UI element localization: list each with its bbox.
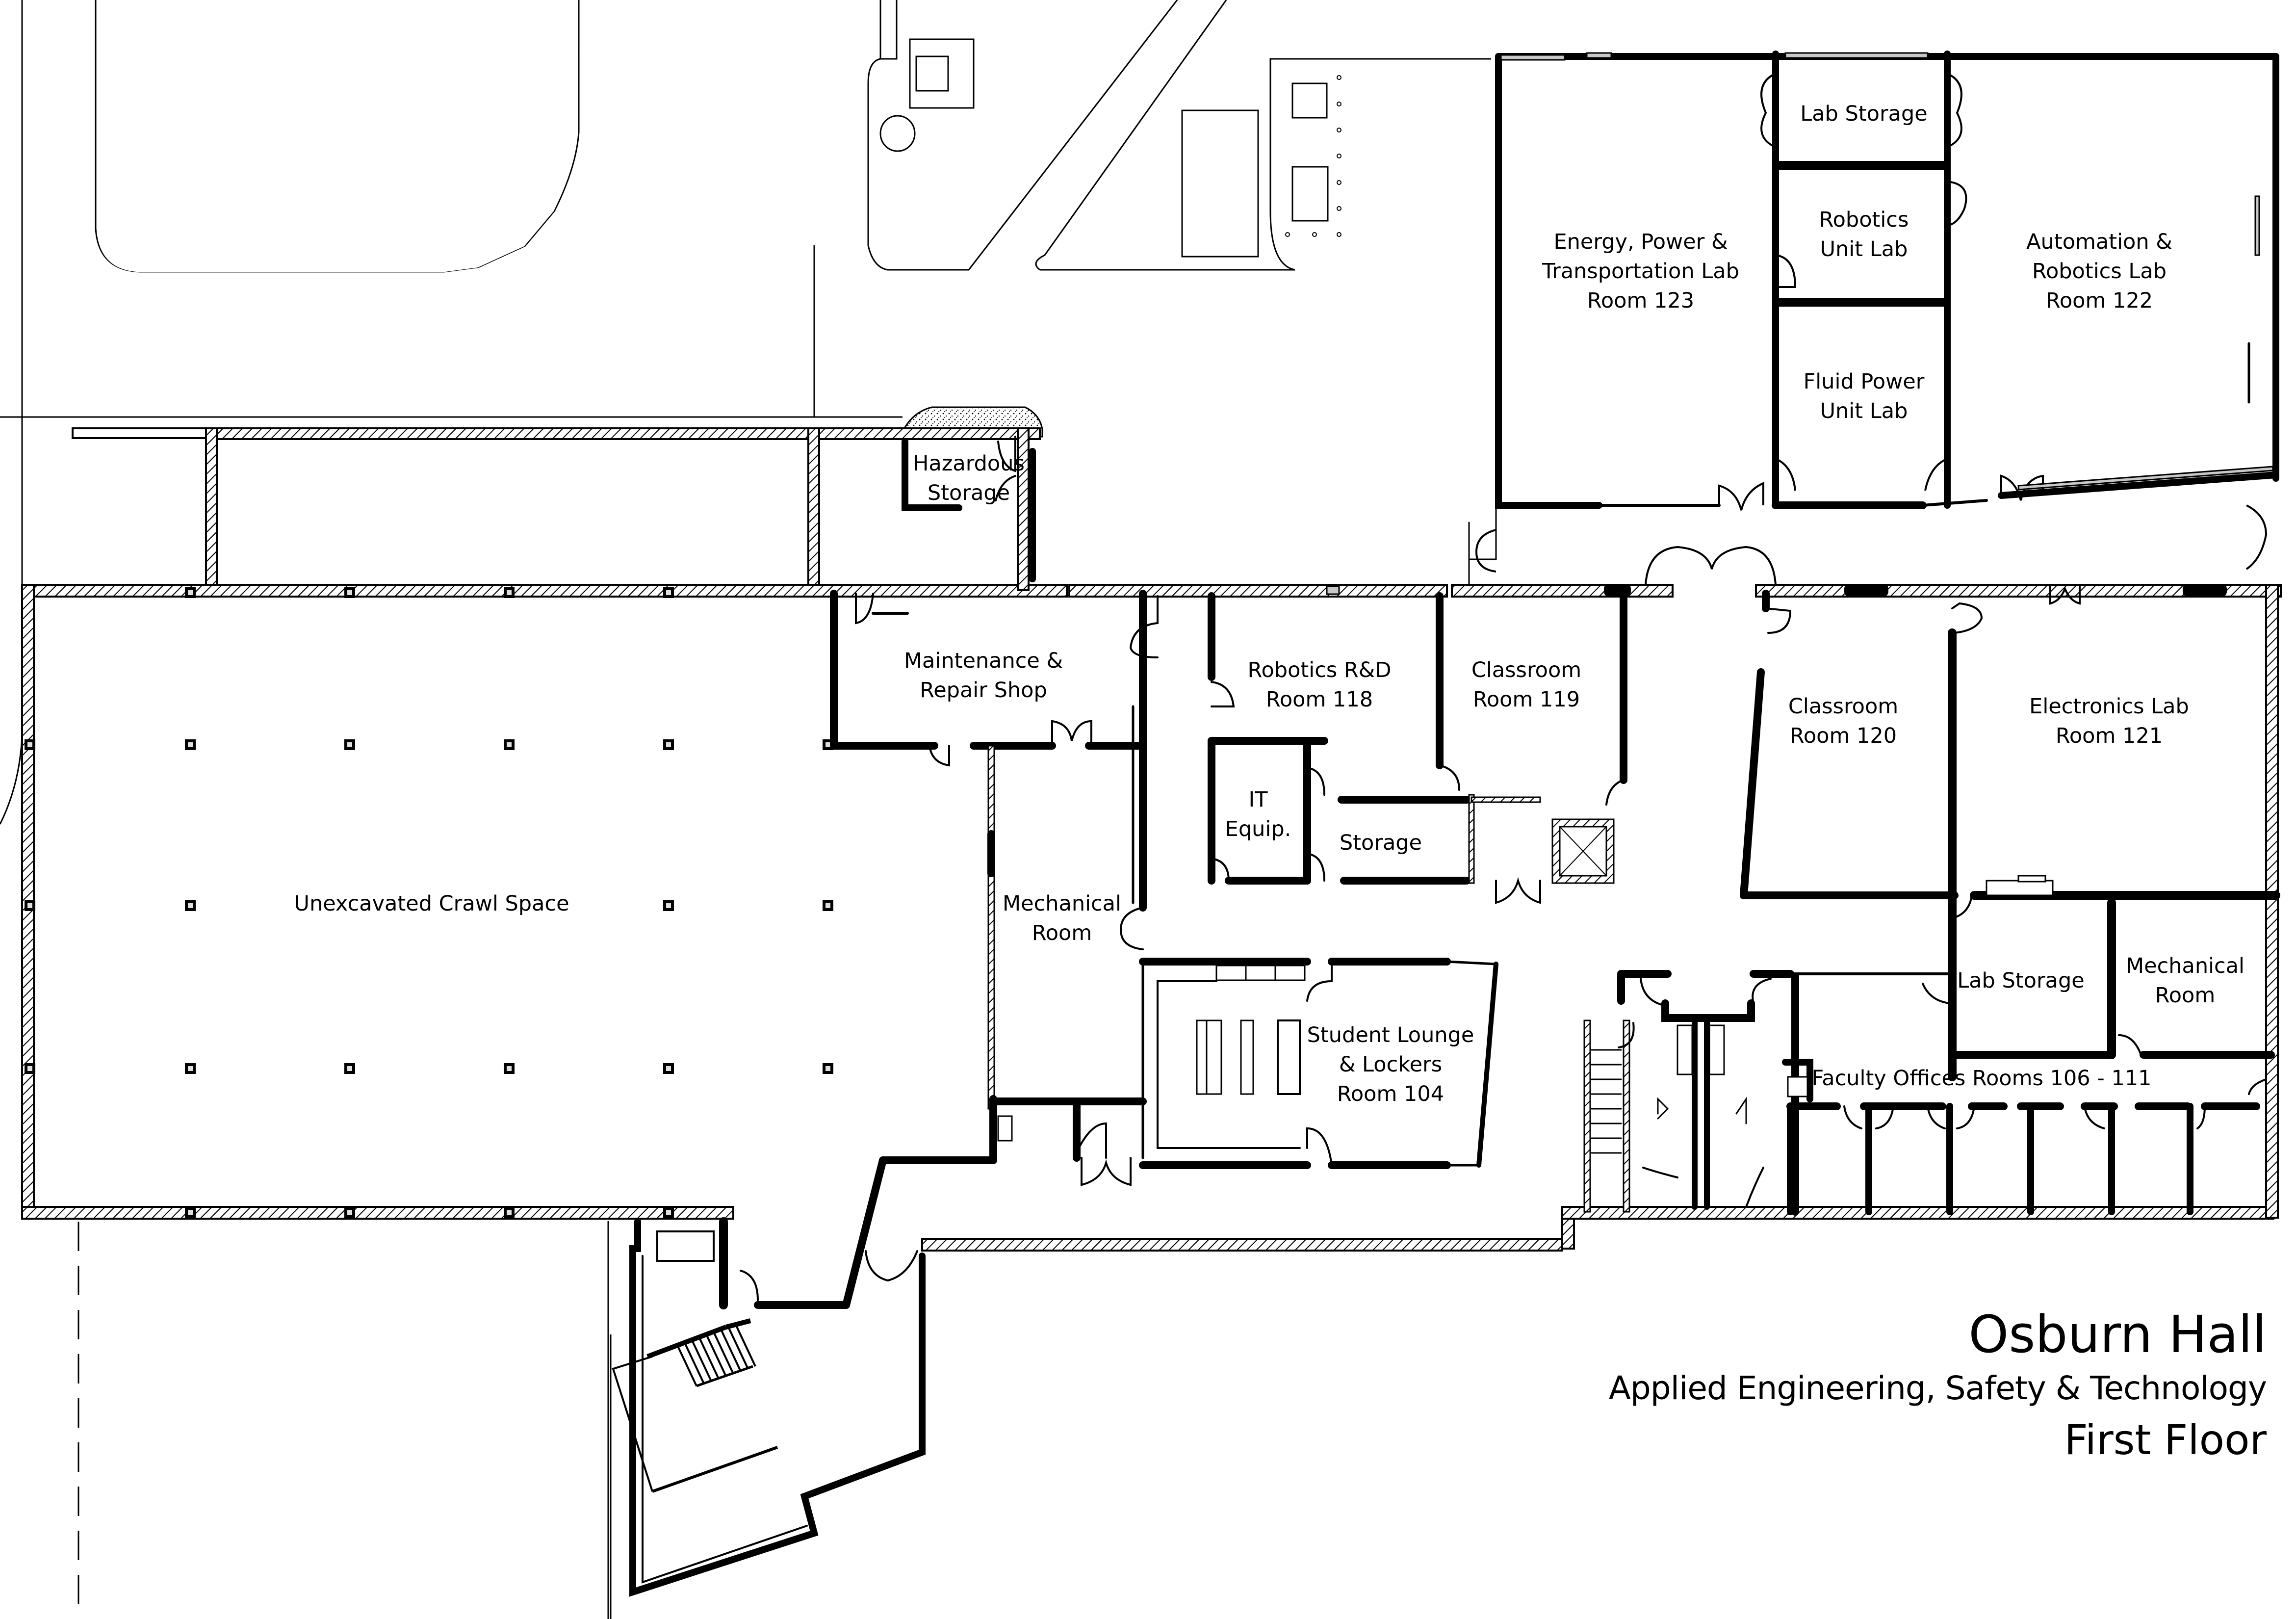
room-label-energy-lab: Energy, Power & Transportation Lab Room … — [1542, 230, 1739, 313]
room-label-lab-storage-north: Lab Storage — [1800, 102, 1928, 126]
solid-window-bars — [1604, 584, 2227, 597]
room-label-classroom-119: Classroom Room 119 — [1471, 658, 1582, 712]
room-label-hazardous-storage: Hazardous Storage — [913, 451, 1025, 505]
restroom-core — [1583, 970, 1954, 1216]
exterior-walls — [21, 427, 2282, 1252]
room-label-robotics-unit-lab: Robotics Unit Lab — [1819, 208, 1909, 261]
central-block-walls — [1129, 592, 1627, 904]
room-label-lab-storage-south: Lab Storage — [1957, 968, 2085, 993]
exterior-stair — [77, 1222, 778, 1619]
room-label-classroom-120: Classroom Room 120 — [1788, 694, 1899, 748]
faculty-offices-walls — [1782, 1059, 2267, 1215]
hazardous-storage-walls — [902, 436, 1036, 582]
department-name: Applied Engineering, Safety & Technology — [1608, 1369, 2267, 1407]
corridor-doors — [1475, 504, 2268, 585]
mechanical-room-west-walls — [987, 590, 1147, 1162]
column-grid — [25, 587, 833, 1218]
south-entry-walls — [607, 1156, 997, 1619]
room-label-unexcavated-crawl-space: Unexcavated Crawl Space — [294, 891, 569, 916]
room-label-it-equip: IT Equip. — [1225, 787, 1291, 841]
room-label-student-lounge: Student Lounge & Lockers Room 104 — [1307, 1023, 1474, 1106]
floor-name: First Floor — [2064, 1416, 2267, 1464]
room-label-mechanical-room-east: Mechanical Room — [2126, 954, 2244, 1008]
east-wing-doors — [1718, 73, 2044, 511]
stair-treads — [676, 1324, 756, 1386]
windows — [1326, 52, 2274, 595]
site-features — [0, 0, 1491, 825]
room-label-automation-robotics-lab: Automation & Robotics Lab Room 122 — [2026, 230, 2172, 313]
room-label-maintenance-repair-shop: Maintenance & Repair Shop — [903, 649, 1063, 703]
student-lounge-walls — [1073, 958, 1498, 1186]
room-label-fluid-power-unit-lab: Fluid Power Unit Lab — [1803, 369, 1925, 423]
east-wing-walls — [1468, 51, 2279, 586]
room-label-storage: Storage — [1339, 831, 1422, 855]
title-block: Osburn Hall Applied Engineering, Safety … — [1609, 1305, 2267, 1467]
room-label-mechanical-room-west: Mechanical Room — [1003, 891, 1121, 945]
room-label-electronics-lab: Electronics Lab Room 121 — [2029, 694, 2189, 748]
room-label-robotics-rd: Robotics R&D Room 118 — [1247, 658, 1392, 712]
north-annex — [72, 427, 1041, 591]
site-dots — [1285, 75, 1341, 237]
building-name: Osburn Hall — [1968, 1305, 2267, 1364]
classroom-120-walls — [1740, 584, 2280, 1081]
room-label-faculty-offices: Faculty Offices Rooms 106 - 111 — [1811, 1066, 2152, 1091]
